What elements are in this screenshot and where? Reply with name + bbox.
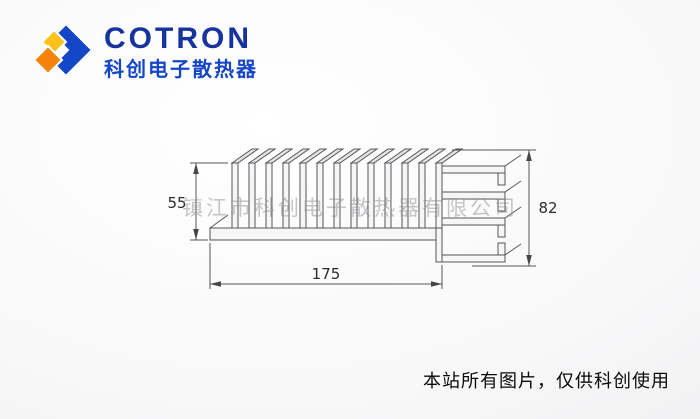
dimension-label-175: 175 [312, 265, 341, 283]
watermark-text: 镇江市科创电子散热器有限公司 [182, 197, 518, 220]
dimension-label-82: 82 [538, 199, 557, 217]
dimension-55: 55 [167, 162, 228, 241]
brand-name: COTRON [104, 22, 252, 55]
right-fin-assembly [435, 154, 522, 263]
dimension-label-55: 55 [167, 194, 186, 212]
dimension-175: 175 [209, 243, 443, 289]
dimension-82: 82 [452, 149, 558, 267]
brand-subtitle: 科创电子散热器 [104, 59, 258, 81]
logo-text: COTRON 科创电子散热器 [104, 22, 258, 81]
logo-icon [32, 22, 94, 78]
footer-notice: 本站所有图片，仅供科创使用 [423, 371, 670, 391]
logo: COTRON 科创电子散热器 [32, 22, 258, 82]
